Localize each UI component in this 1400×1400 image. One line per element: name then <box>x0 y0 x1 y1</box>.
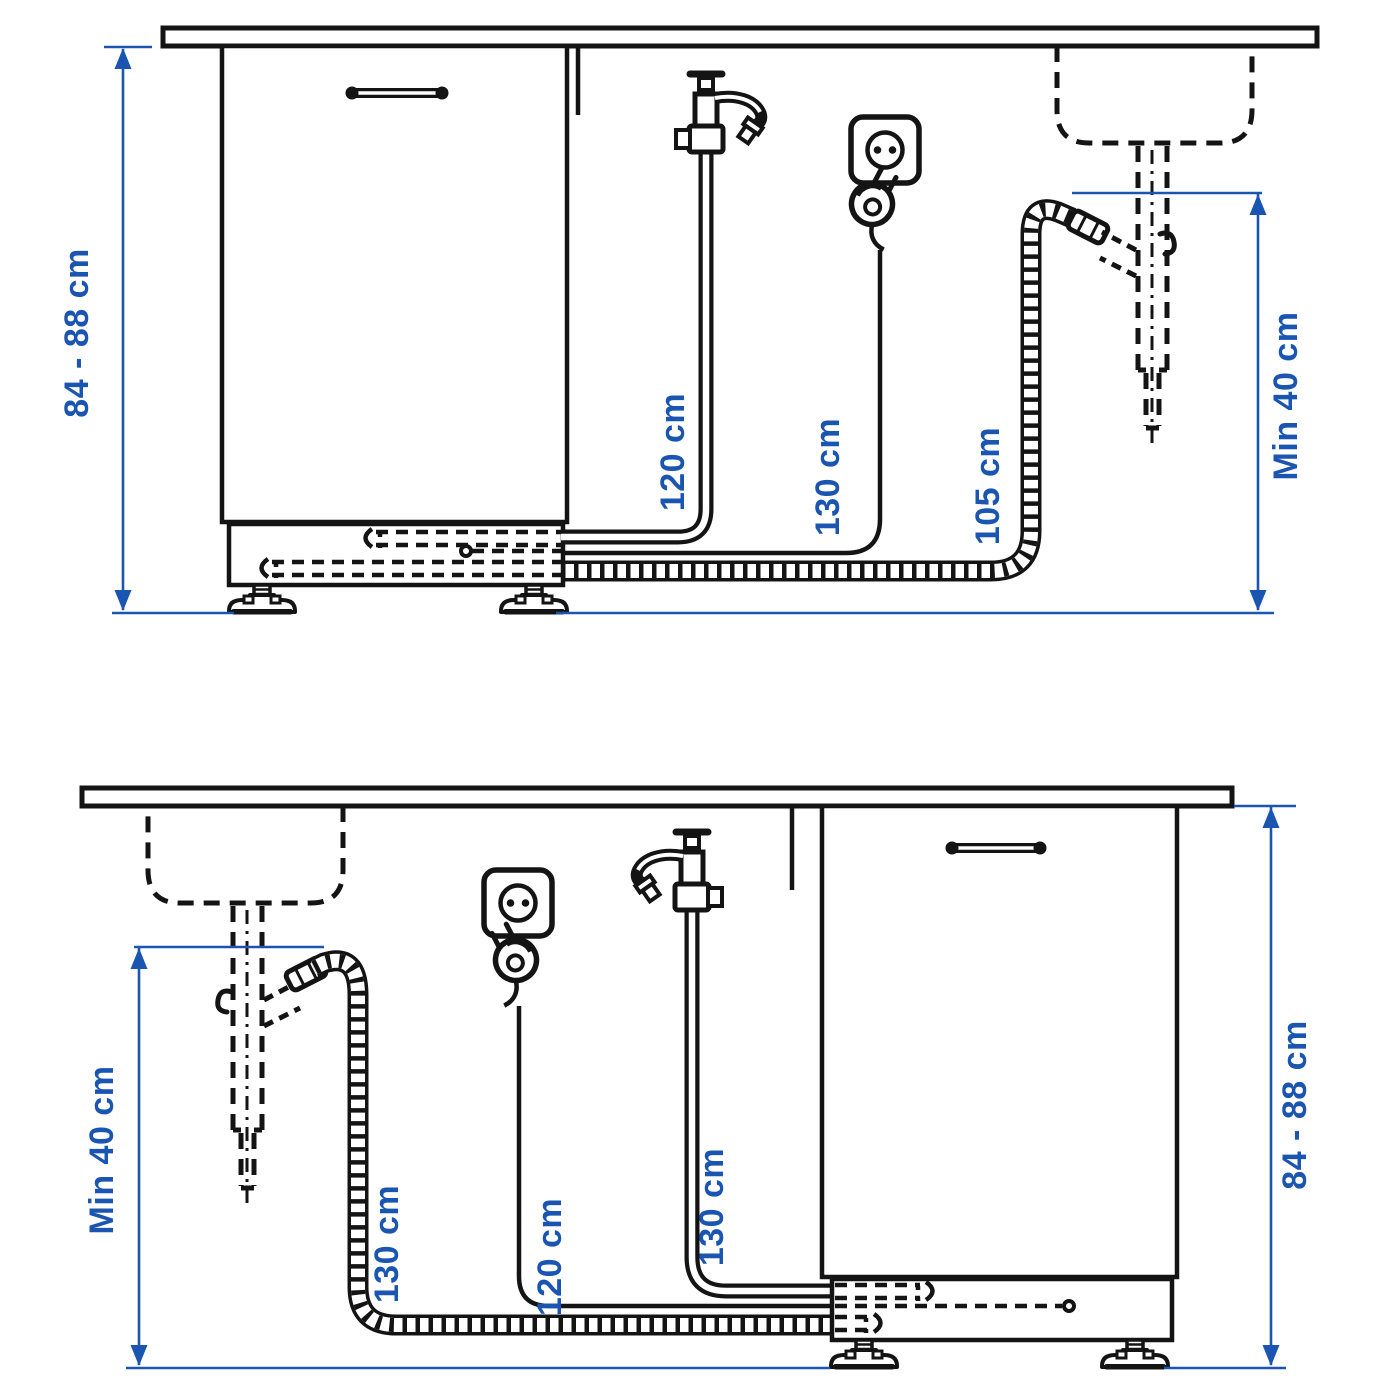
min-drain-height-label: Min 40 cm <box>83 1066 121 1235</box>
drain-hose-corrugated <box>309 950 836 1336</box>
door-handle <box>945 841 1047 855</box>
dishwasher-cabinet <box>219 43 581 617</box>
drain-trap-dashed <box>230 906 265 1133</box>
supply-hose-length-label: 130 cm <box>693 1148 731 1266</box>
leveling-foot-icon <box>829 1338 899 1372</box>
countertop <box>79 785 1235 809</box>
power-socket-icon <box>484 870 552 936</box>
power-cord <box>561 250 883 556</box>
plinth <box>829 1276 1175 1343</box>
power-socket-icon <box>851 117 919 183</box>
trap-branch-dashed <box>262 979 302 1029</box>
power-cord-length-label: 120 cm <box>531 1198 569 1316</box>
sink-outline-dashed <box>145 806 346 1206</box>
dimension-cabinet-height <box>104 45 152 611</box>
sink-outline-dashed <box>1054 46 1255 446</box>
power-cord <box>516 1006 836 1309</box>
cabinet-height-label: 84 - 88 cm <box>58 248 96 417</box>
hose-clamp-icon <box>218 991 232 1012</box>
dishwasher-door <box>219 43 570 525</box>
leveling-foot-icon <box>227 583 297 617</box>
plinth-hidden-hoses <box>835 1280 1076 1334</box>
water-tap-icon <box>676 74 763 152</box>
min-drain-height-label: Min 40 cm <box>1267 312 1305 481</box>
dimension-min-drain-height <box>1072 191 1267 611</box>
dishwasher-cabinet <box>789 803 1180 1372</box>
hose-union-nut-icon <box>1067 209 1110 244</box>
countertop <box>160 25 1320 49</box>
top-view: 84 - 88 cm 120 cm 130 cm 105 cm Min 40 c… <box>58 25 1320 617</box>
water-tap-icon <box>635 832 722 910</box>
dimension-cabinet-height <box>1234 804 1296 1366</box>
drain-hose-length-label: 130 cm <box>368 1185 406 1303</box>
supply-hose-length-label: 120 cm <box>654 393 692 511</box>
drain-hose-length-label: 105 cm <box>969 427 1007 545</box>
leveling-foot-icon <box>1100 1338 1170 1372</box>
cabinet-height-label: 84 - 88 cm <box>1276 1020 1314 1189</box>
drain-hose-corrugated <box>561 199 1077 582</box>
power-cord-length-label: 130 cm <box>809 418 847 536</box>
dimension-min-drain-height <box>130 945 324 1366</box>
leveling-foot-icon <box>499 583 569 617</box>
bottom-view: Min 40 cm 130 cm 120 cm 130 cm 84 - 88 c… <box>79 785 1314 1372</box>
supply-hose <box>684 910 836 1299</box>
drain-trap-dashed <box>1135 146 1170 373</box>
dishwasher-door <box>819 803 1180 1280</box>
trap-branch-dashed <box>1098 229 1138 279</box>
plinth-hidden-hoses <box>259 527 561 579</box>
door-handle <box>345 86 449 100</box>
supply-hose <box>561 152 714 545</box>
